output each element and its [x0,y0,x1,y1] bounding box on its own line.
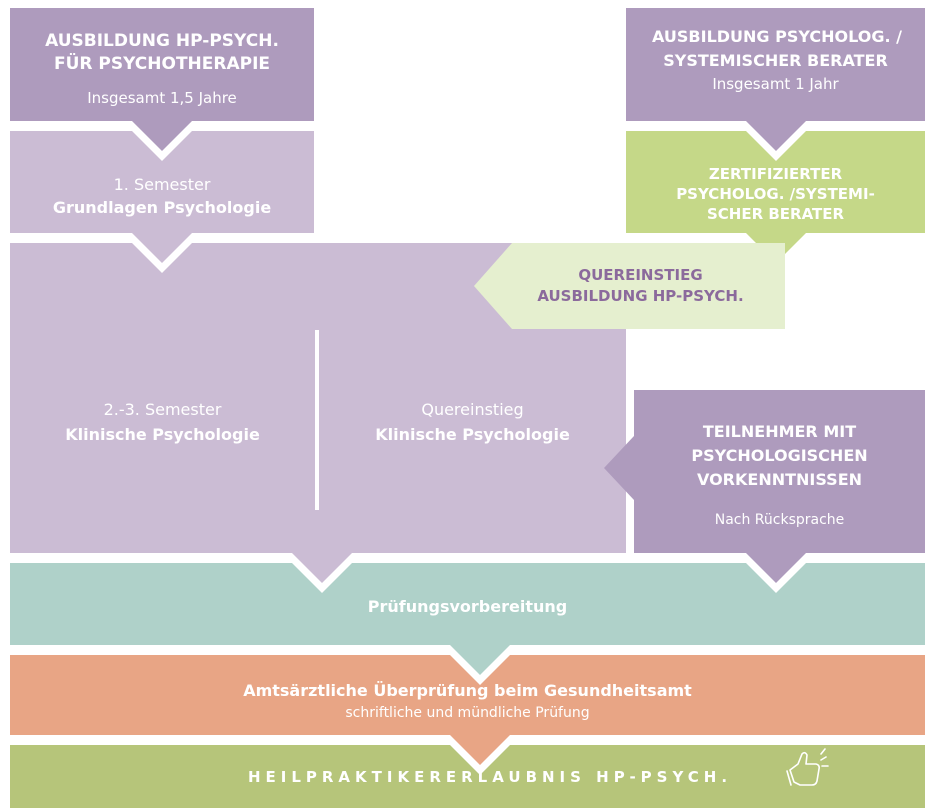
certified-box [626,131,925,263]
hp-track-duration: Insgesamt 1,5 Jahre [87,89,237,107]
official-exam-label: Amtsärztliche Überprüfung beim Gesundhei… [243,681,692,700]
quereinstieg-clinical-label: Quereinstieg [421,400,524,419]
hp-track-title-line1: AUSBILDUNG HP-PSYCH. [45,31,279,51]
participants-line1: TEILNEHMER MIT [702,422,857,441]
hp-track-header-box [10,8,314,151]
semester1-label: 1. Semester [113,175,211,194]
participants-line3: VORKENNTNISSEN [696,470,863,489]
official-exam-band [10,655,925,765]
quereinstieg-box [474,243,785,329]
quereinstieg-clinical-subject: Klinische Psychologie [375,425,570,444]
license-band [10,745,925,808]
certified-line2: PSYCHOLOG. /SYSTEMI- [676,185,875,203]
berater-track-title-line1: AUSBILDUNG PSYCHOLOG. / [652,27,902,46]
exam-prep-label: Prüfungsvorbereitung [367,597,568,616]
semester23-subject: Klinische Psychologie [65,425,260,444]
exam-prep-band [10,563,925,675]
quereinstieg-line2: AUSBILDUNG HP-PSYCH. [537,287,744,305]
semester23-label: 2.-3. Semester [103,400,222,419]
participants-note: Nach Rücksprache [714,512,845,528]
certified-line1: ZERTIFIZIERTER [708,165,843,183]
semester1-subject: Grundlagen Psychologie [52,198,272,217]
berater-track-duration: Insgesamt 1 Jahr [712,75,839,93]
hp-track-title-line2: FÜR PSYCHOTHERAPIE [53,54,271,74]
official-exam-sub: schriftliche und mündliche Prüfung [345,705,590,721]
berater-track-header-box [626,8,925,151]
berater-track-title-line2: SYSTEMISCHER BERATER [663,51,888,70]
license-label: HEILPRAKTIKERERLAUBNIS HP-PSYCH. [247,768,733,786]
semester1-box [10,131,314,263]
participants-line2: PSYCHOLOGISCHEN [691,446,868,465]
clinical-divider [315,330,319,510]
participants-box [604,390,925,583]
quereinstieg-line1: QUEREINSTIEG [578,266,703,284]
certified-line3: SCHER BERATER [706,205,845,223]
thumbs-up-icon [786,748,829,786]
